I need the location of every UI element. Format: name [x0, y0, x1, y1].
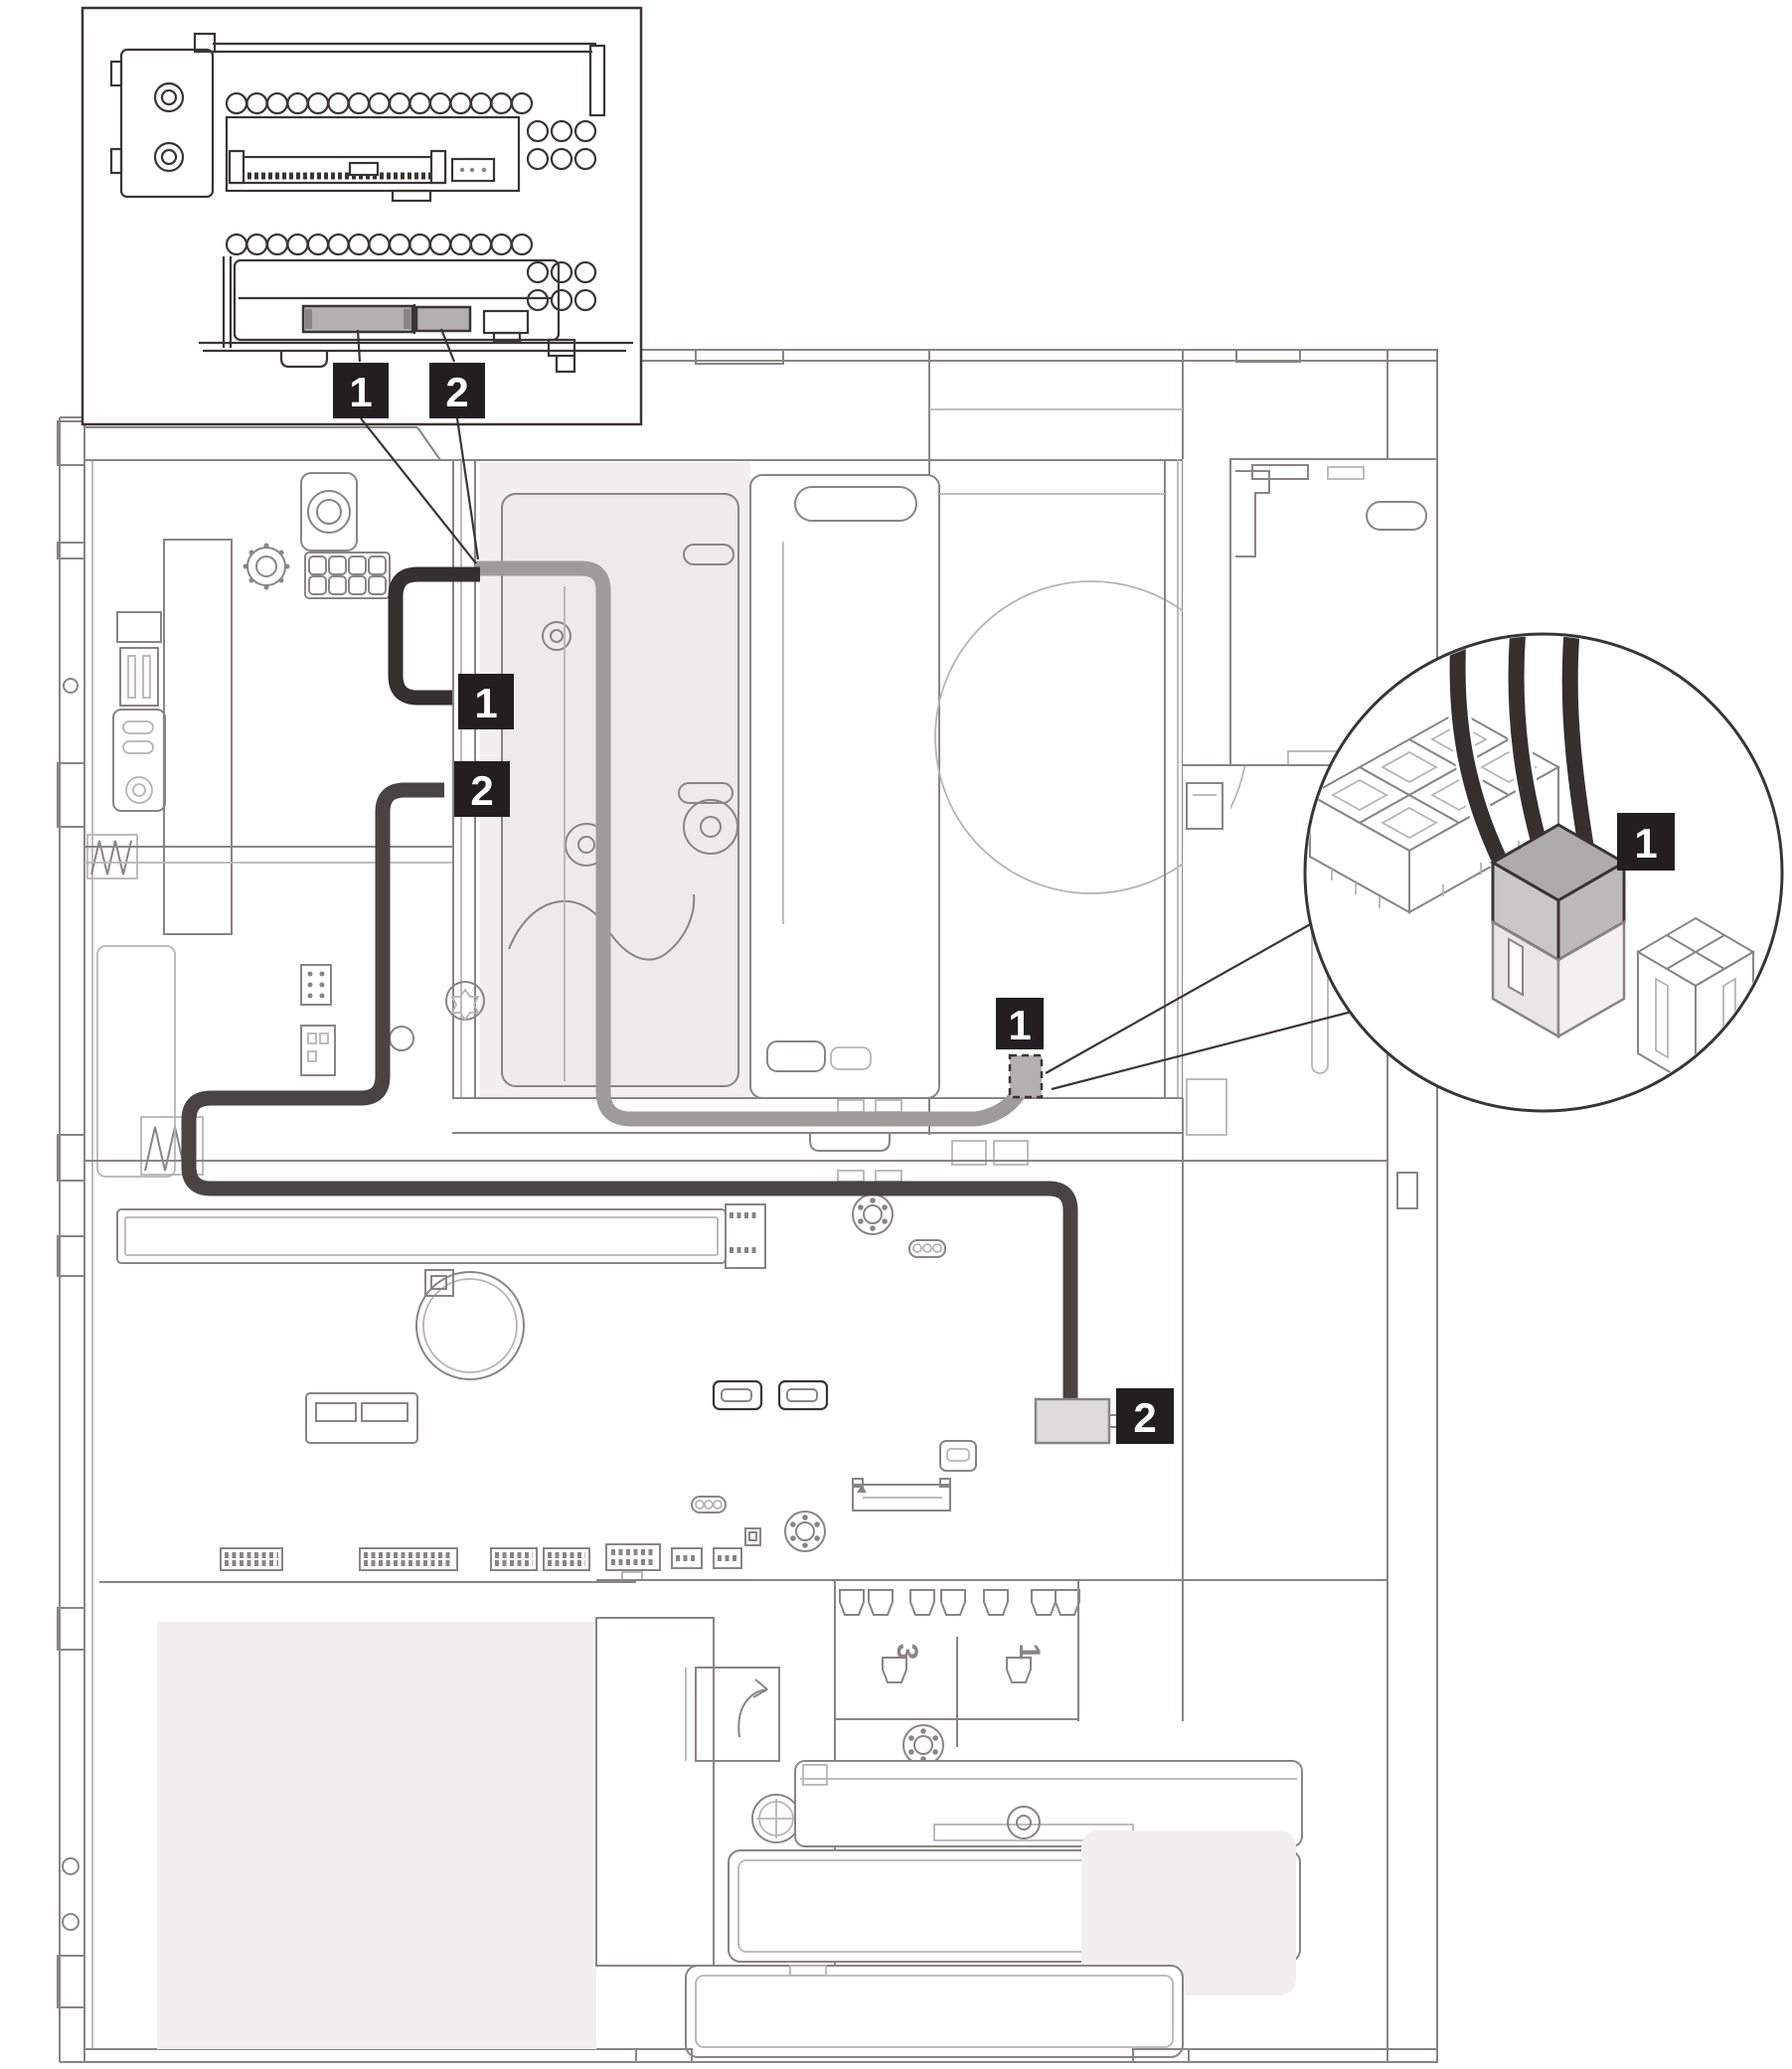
rear-panel-cutouts — [57, 420, 85, 2008]
psu-power-plug — [1636, 916, 1755, 1089]
svg-text:2: 2 — [1133, 1394, 1156, 1441]
3pin-jumper — [908, 1239, 946, 1258]
power-connector-detail-inset: 1 — [1303, 632, 1784, 1113]
rear-ports — [112, 611, 166, 812]
phillips-screw — [751, 1794, 801, 1843]
motherboard — [84, 964, 1387, 1766]
drive-tray-inset: 1 2 — [81, 6, 643, 426]
grounding-spring — [86, 834, 138, 879]
inset-to-chassis-leader-1 — [360, 417, 477, 564]
svg-text:1: 1 — [1008, 1002, 1031, 1048]
sata-connector — [712, 1379, 763, 1411]
thumbscrew — [300, 472, 358, 552]
pcie-slot — [116, 1203, 766, 1269]
screw-boss — [243, 543, 290, 590]
psu-area — [99, 1581, 715, 2049]
standoff-screw — [852, 1194, 894, 1235]
detail-leader-line — [1045, 921, 1315, 1074]
bay-label-1: 1 — [1013, 1644, 1046, 1661]
drive-tray — [794, 1760, 1303, 1847]
cable-1-front-segment — [388, 566, 480, 706]
cmos-battery — [415, 1269, 525, 1380]
card-guide — [96, 945, 176, 1178]
rear-io-bracket — [163, 539, 233, 935]
small-connector — [744, 1527, 761, 1546]
m2-slot — [852, 1478, 951, 1512]
odd-bay — [934, 459, 1248, 1098]
drive-power-connector — [1008, 1053, 1044, 1099]
sata-edge-connector — [228, 149, 447, 185]
callout-badge-tray-2: 2 — [429, 363, 485, 418]
system-board-signal-connector — [1034, 1397, 1118, 1445]
inset-to-chassis-leader-2 — [455, 417, 480, 560]
drive-connector-1 — [301, 304, 414, 334]
front-panel-headers — [220, 1543, 742, 1581]
installed-drive — [501, 493, 739, 1087]
psu-8pin-connector — [304, 552, 391, 599]
drive-power-plug — [1489, 823, 1628, 1039]
front-panel-area: 3 1 — [596, 1579, 1387, 2063]
torx-screw — [445, 981, 485, 1022]
svg-text:2: 2 — [445, 369, 468, 415]
lower-drive-tray — [199, 233, 633, 374]
callout-badge-cable-1: 1 — [458, 674, 514, 729]
sata-connector — [777, 1379, 829, 1411]
callout-badge-power-connector: 1 — [996, 998, 1044, 1049]
drive-cage — [452, 459, 1248, 1166]
leader-line-1 — [356, 329, 362, 363]
drive-power-header — [450, 157, 496, 183]
bay-label-3: 3 — [891, 1644, 923, 1661]
callout-badge-cable-2: 2 — [454, 761, 510, 817]
recycle-arrow-icon — [685, 1667, 780, 1762]
callout-badge-tray-1: 1 — [333, 363, 389, 418]
cable-2-signal — [181, 782, 1078, 1399]
jumper-block — [300, 964, 332, 1006]
callout-badge-board-connector: 2 — [1116, 1388, 1174, 1444]
svg-text:1: 1 — [349, 369, 372, 415]
cable-1-rear-segment — [475, 560, 1036, 1127]
callout-badge-detail: 1 — [1617, 813, 1675, 871]
svg-text:1: 1 — [1634, 820, 1657, 867]
sata-connector — [939, 1440, 977, 1472]
drive-bay-column — [749, 474, 940, 1099]
standoff-screw — [902, 1724, 944, 1766]
fan-header — [300, 1025, 336, 1076]
board-hole — [389, 1026, 414, 1051]
detail-leader-line — [1051, 1010, 1353, 1091]
drive-tray-shaded — [1081, 1830, 1296, 1995]
svg-text:1: 1 — [474, 680, 497, 726]
standoff-screw — [784, 1511, 826, 1552]
svg-text:2: 2 — [470, 767, 493, 814]
drive-tray — [685, 1965, 1184, 2058]
leader-line-2 — [439, 328, 456, 363]
drive-connector-2 — [414, 305, 472, 333]
upper-drive-tray — [109, 32, 606, 203]
front-usb-connector — [305, 1392, 418, 1444]
3pin-jumper — [691, 1496, 727, 1513]
